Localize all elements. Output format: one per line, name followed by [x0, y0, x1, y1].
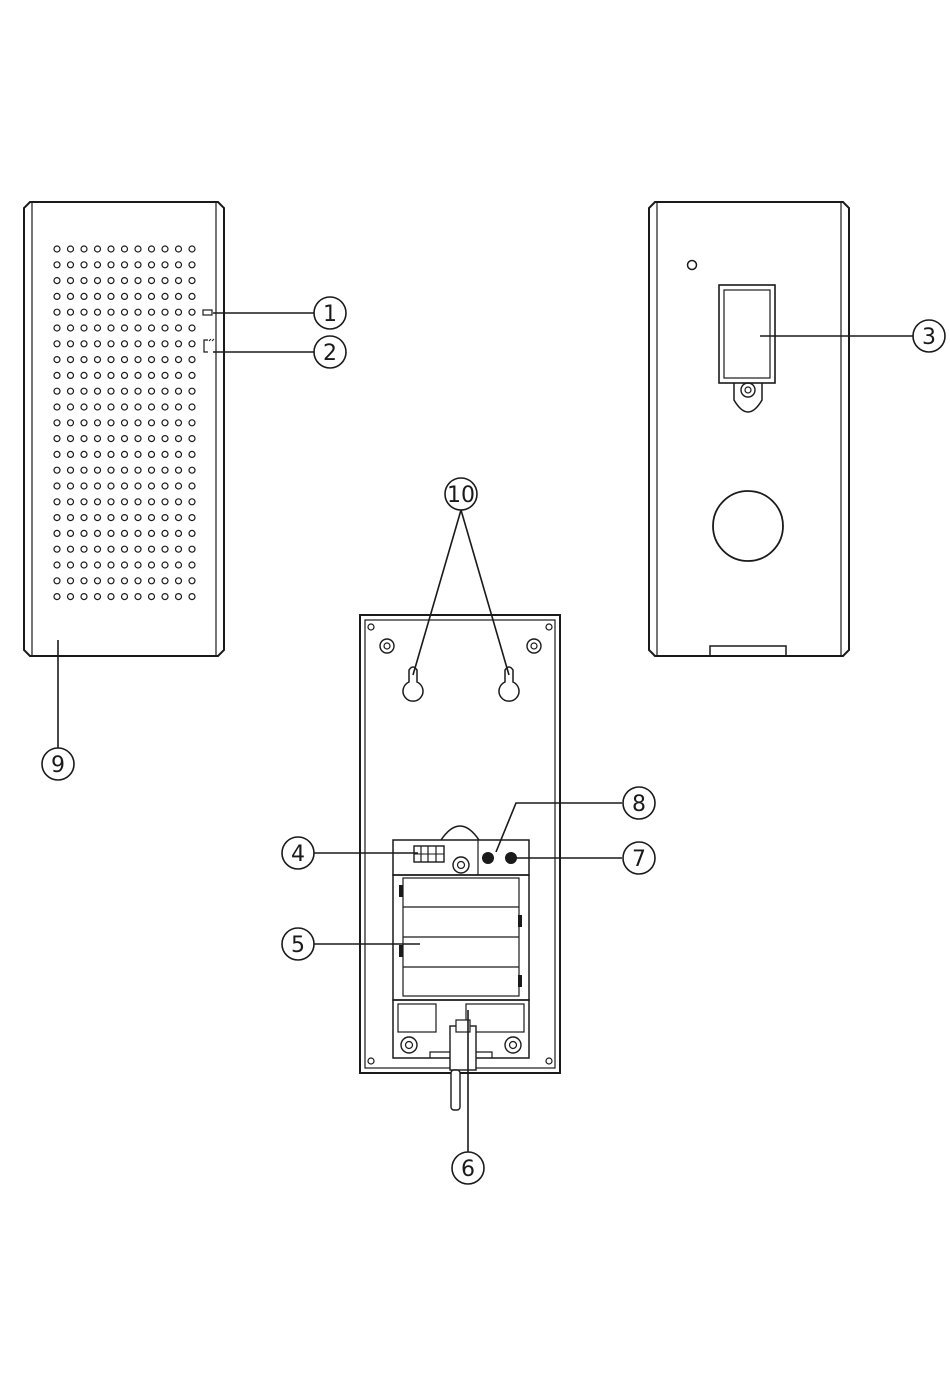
callout-1-label: 1	[323, 302, 337, 327]
callout-5: 5	[282, 928, 314, 960]
callout-10: 10	[445, 478, 477, 510]
front-view-device	[24, 202, 224, 656]
callout-9-label: 9	[51, 753, 65, 778]
callout-2: 2	[314, 336, 346, 368]
callout-8: 8	[623, 787, 655, 819]
callout-7: 7	[623, 842, 655, 874]
callout-6: 6	[452, 1152, 484, 1184]
callout-3-label: 3	[922, 325, 936, 350]
callout-2-label: 2	[323, 341, 337, 366]
antenna	[450, 1020, 476, 1110]
callout-1: 1	[314, 297, 346, 329]
callout-5-label: 5	[291, 933, 305, 958]
callout-4-label: 4	[291, 842, 305, 867]
button-8	[482, 852, 494, 864]
callout-7-label: 7	[632, 847, 646, 872]
callout-3: 3	[913, 320, 945, 352]
back-view-device	[649, 202, 849, 656]
callout-8-label: 8	[632, 792, 646, 817]
callout-10-label: 10	[447, 483, 475, 508]
callout-6-label: 6	[461, 1157, 475, 1182]
callout-9: 9	[42, 748, 74, 780]
open-back-view-device	[360, 615, 560, 1110]
callout-4: 4	[282, 837, 314, 869]
